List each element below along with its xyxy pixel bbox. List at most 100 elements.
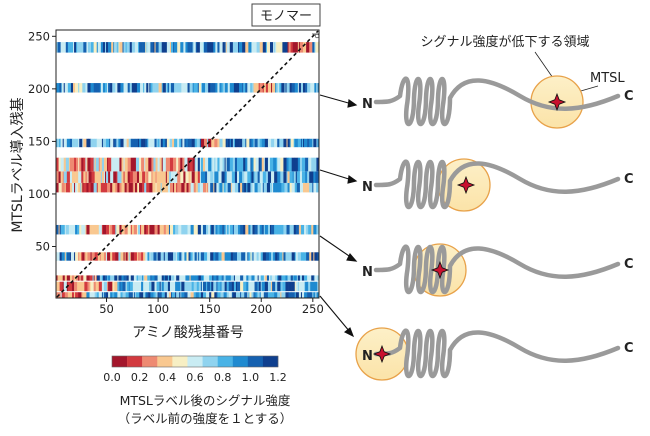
heat-cell bbox=[148, 224, 150, 235]
label-band bbox=[56, 275, 319, 281]
heat-cell bbox=[173, 224, 176, 235]
heat-cell bbox=[118, 171, 122, 183]
heat-cell bbox=[221, 275, 223, 281]
heat-cell bbox=[142, 42, 146, 53]
label-band bbox=[56, 83, 319, 93]
heat-cell bbox=[78, 138, 80, 148]
heat-cell bbox=[184, 252, 187, 261]
heat-cell bbox=[230, 182, 233, 193]
heat-cell bbox=[111, 157, 115, 172]
heat-cell bbox=[215, 42, 218, 53]
heat-cell bbox=[94, 138, 98, 148]
heat-cell bbox=[212, 83, 216, 93]
heat-cell bbox=[103, 281, 108, 292]
heat-cell bbox=[77, 224, 80, 235]
heat-cell bbox=[250, 252, 252, 261]
heat-cell bbox=[316, 138, 318, 148]
heat-cell bbox=[171, 275, 175, 281]
heat-cell bbox=[272, 83, 276, 93]
heat-cell bbox=[200, 157, 204, 172]
heat-cell bbox=[193, 42, 197, 53]
heat-cell bbox=[208, 138, 212, 148]
heat-cell bbox=[177, 171, 181, 183]
heat-cell bbox=[207, 182, 209, 193]
heat-cell bbox=[157, 182, 161, 193]
heat-cell bbox=[239, 182, 241, 193]
heat-cell bbox=[223, 83, 225, 93]
heat-cell bbox=[139, 138, 141, 148]
heat-cell bbox=[184, 83, 188, 93]
colorbar-frame bbox=[111, 355, 279, 368]
heat-cell bbox=[306, 182, 310, 193]
heat-cell bbox=[71, 224, 76, 235]
heat-cell bbox=[204, 275, 208, 281]
heat-cell bbox=[116, 224, 120, 235]
heat-cell bbox=[260, 275, 265, 281]
heat-cell bbox=[141, 252, 144, 261]
heat-cell bbox=[246, 281, 249, 292]
heat-cell bbox=[159, 281, 161, 292]
c-terminus-label: C bbox=[624, 257, 634, 272]
heat-cell bbox=[119, 42, 123, 53]
heat-cell bbox=[219, 42, 221, 53]
heat-cell bbox=[69, 252, 72, 261]
heat-cell bbox=[185, 42, 188, 53]
heat-cell bbox=[202, 292, 207, 298]
heat-cell bbox=[165, 224, 170, 235]
heat-cell bbox=[87, 157, 91, 172]
heat-cell bbox=[79, 224, 82, 235]
heat-cell bbox=[222, 42, 225, 53]
heat-cell bbox=[108, 281, 110, 292]
heat-cell bbox=[81, 157, 84, 172]
heat-cell bbox=[114, 281, 118, 292]
heat-cell bbox=[194, 157, 197, 172]
heat-cell bbox=[92, 224, 96, 235]
heat-cell bbox=[313, 275, 315, 281]
heat-cell bbox=[83, 138, 87, 148]
heat-cell bbox=[113, 275, 115, 281]
heat-cell bbox=[159, 138, 161, 148]
heat-cell bbox=[90, 281, 94, 292]
heat-cell bbox=[248, 275, 252, 281]
heat-cell bbox=[185, 182, 187, 193]
heat-cell bbox=[81, 182, 83, 193]
heat-cell bbox=[184, 224, 188, 235]
heat-cell bbox=[260, 292, 265, 298]
heat-cell bbox=[162, 157, 167, 172]
heat-cell bbox=[289, 83, 292, 93]
heat-cell bbox=[61, 83, 65, 93]
heat-cell bbox=[298, 42, 301, 53]
heat-cell bbox=[162, 83, 167, 93]
heat-cell bbox=[76, 275, 79, 281]
schematic-row: NC bbox=[362, 75, 634, 129]
heat-cell bbox=[237, 292, 241, 298]
heat-cell bbox=[85, 83, 88, 93]
heat-cell bbox=[156, 281, 160, 292]
heat-cell bbox=[113, 281, 115, 292]
heat-cell bbox=[254, 281, 258, 292]
heat-cell bbox=[62, 281, 65, 292]
heat-cell bbox=[182, 157, 185, 172]
heat-cell bbox=[85, 171, 88, 183]
heat-cell bbox=[209, 292, 212, 298]
heat-cell bbox=[177, 182, 181, 193]
heat-cell bbox=[140, 275, 143, 281]
heat-cell bbox=[97, 42, 101, 53]
heat-cell bbox=[306, 224, 309, 235]
x-tick-label: 250 bbox=[302, 302, 324, 316]
heat-cell bbox=[311, 157, 314, 172]
heat-cell bbox=[63, 83, 66, 93]
heat-cell bbox=[139, 157, 142, 172]
heat-cell bbox=[112, 252, 116, 261]
arrow-row-1 bbox=[319, 94, 353, 105]
heat-cell bbox=[56, 224, 59, 235]
heat-cell bbox=[199, 138, 202, 148]
heat-cell bbox=[307, 138, 310, 148]
heat-cell bbox=[317, 275, 319, 281]
heat-cell bbox=[68, 182, 71, 193]
heat-cell bbox=[186, 182, 189, 193]
heat-cell bbox=[70, 281, 73, 292]
heat-cell bbox=[208, 83, 211, 93]
heat-cell bbox=[60, 292, 62, 298]
heat-cell bbox=[208, 182, 211, 193]
